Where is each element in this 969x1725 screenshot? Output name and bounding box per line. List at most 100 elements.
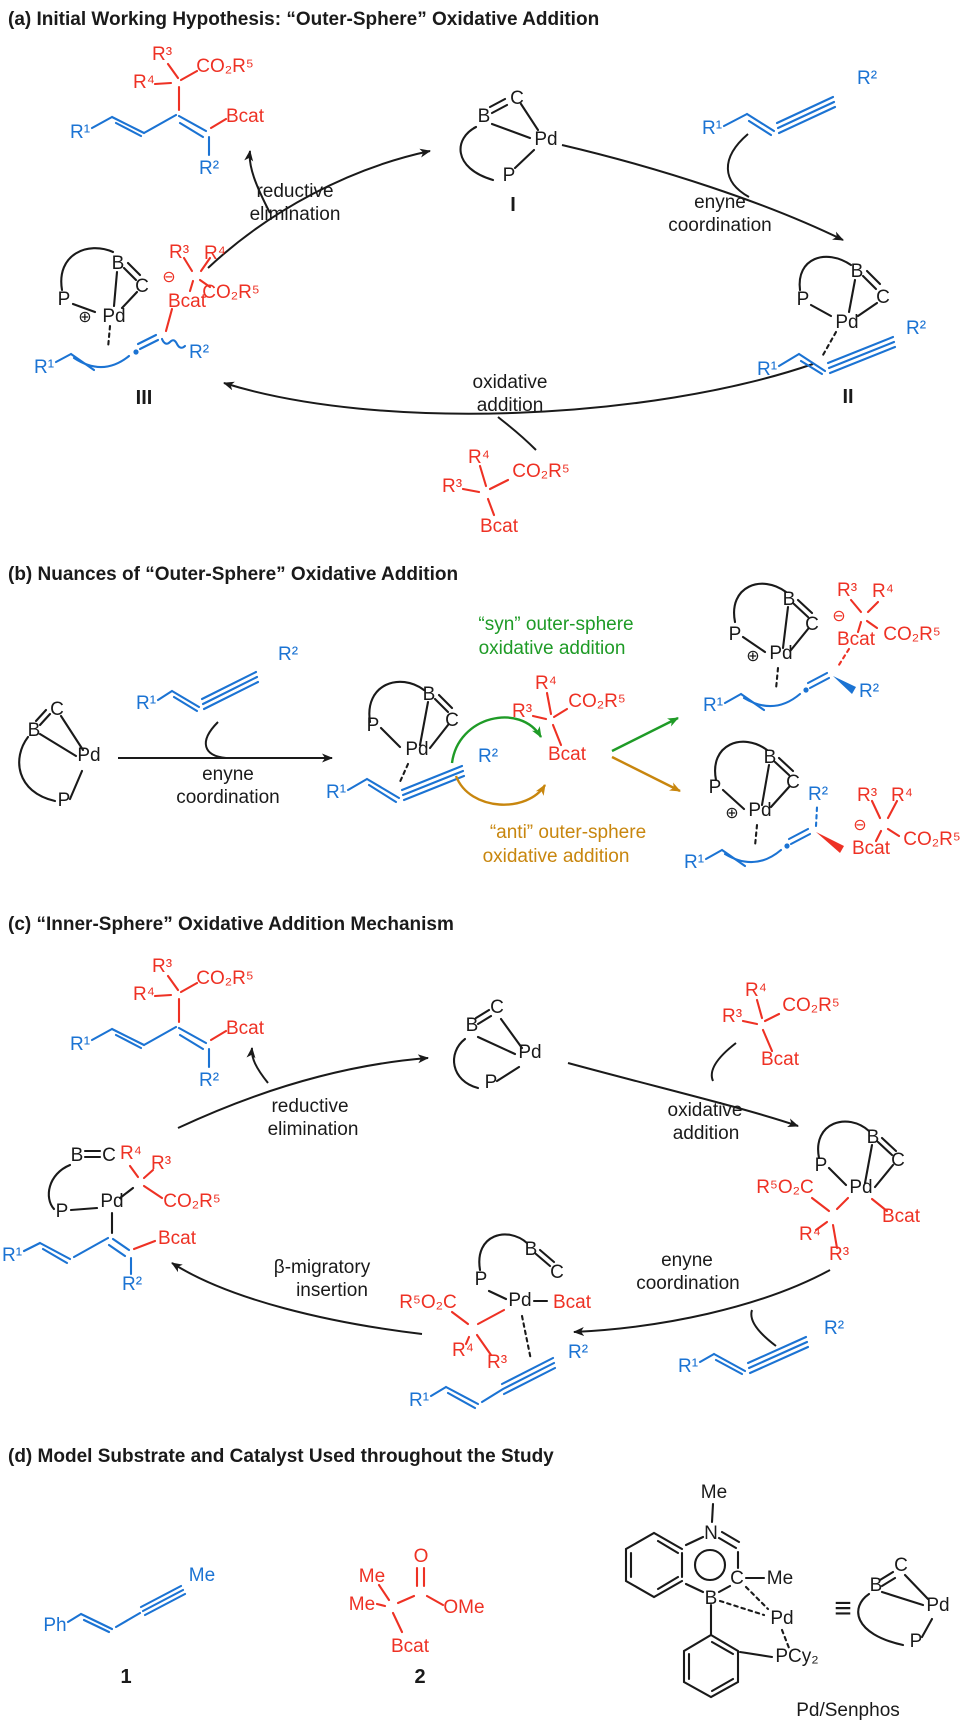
ligand-arc — [453, 1037, 480, 1090]
atom-label: R¹ — [678, 1356, 698, 1377]
atom-label: C — [490, 997, 504, 1018]
allene-double-bond — [787, 827, 812, 846]
pd-senphos-catalyst: Me N C Me B Pd PCy₂ ≡ Pd/Senphos — [624, 1482, 900, 1721]
plus-charge: ⊕ — [725, 805, 738, 822]
atom-label: B — [525, 1239, 538, 1260]
atom-label: Pd — [77, 745, 100, 766]
atom-label: R³ — [442, 476, 462, 497]
atom-label: CO₂R⁵ — [883, 624, 940, 645]
plus-charge: ⊕ — [746, 648, 759, 665]
atom-label: CO₂R⁵ — [512, 461, 569, 482]
atom-label: R⁴ — [468, 447, 490, 468]
atom-label: Pd — [849, 1177, 872, 1198]
phenyl-ring — [682, 1633, 740, 1699]
ligand-arc — [733, 582, 788, 624]
atom-label: OMe — [443, 1597, 484, 1618]
product-diene-a: R³ R⁴ CO₂R⁵ Bcat R¹ R² — [70, 44, 265, 179]
atom-label: C — [730, 1568, 744, 1589]
atom-label: B — [705, 1588, 718, 1609]
atom-label: B — [112, 253, 125, 274]
atom-label: P — [58, 289, 71, 310]
eta3-arc — [723, 848, 783, 864]
compound-label: 1 — [120, 1666, 131, 1688]
atom-label: R³ — [829, 1244, 849, 1265]
reagent-feed-curve-c — [710, 1042, 737, 1082]
dashed-coordination-bond — [520, 1314, 533, 1362]
atom-label: R¹ — [703, 695, 723, 716]
bonds-red — [531, 691, 569, 747]
panel-c-title: (c) “Inner-Sphere” Oxidative Addition Me… — [8, 914, 454, 935]
allene-dot — [784, 843, 790, 849]
panel-a-title: (a) Initial Working Hypothesis: “Outer-S… — [8, 9, 599, 30]
atom-label: P — [797, 289, 810, 310]
plus-charge: ⊕ — [78, 309, 91, 326]
oxidative-addition-intermediate: B C P Pd R⁵O₂C R⁴ R³ Bcat — [756, 1120, 921, 1265]
atom-label: R² — [199, 1070, 219, 1091]
atom-label: C — [135, 276, 149, 297]
atom-label: B — [466, 1015, 479, 1036]
allene-dot — [133, 349, 139, 355]
atom-label: Pd — [835, 312, 858, 333]
bonds-red — [164, 256, 212, 333]
arrow-beta-migratory-insertion — [171, 1262, 423, 1335]
atom-label: Bcat — [852, 838, 891, 859]
compound-2: O Me Me OMe Bcat 2 — [349, 1546, 485, 1688]
dashed-coordination-bond — [753, 823, 759, 848]
atom-label: Bcat — [761, 1049, 800, 1070]
bonds — [487, 1248, 556, 1303]
dashed-coordination-bond — [774, 666, 780, 691]
atom-label: Bcat — [391, 1636, 430, 1657]
atom-label: Pd — [770, 1608, 793, 1629]
bonds-blue — [698, 1335, 810, 1376]
atom-label: R¹ — [757, 359, 777, 380]
panel-d: (d) Model Substrate and Catalyst Used th… — [8, 1446, 950, 1721]
atom-label: Bcat — [168, 291, 207, 312]
step-label: β-migratory — [274, 1257, 371, 1278]
bonds-red — [450, 1308, 506, 1357]
catalyst-name: Pd/Senphos — [796, 1700, 900, 1721]
arrow-product-hook-c — [246, 1047, 269, 1084]
atom-label: P — [485, 1072, 498, 1093]
atom-label: R² — [199, 158, 219, 179]
bonds — [488, 97, 540, 170]
atom-label: R³ — [512, 701, 532, 722]
atom-label: B — [71, 1145, 84, 1166]
ligand-arc — [798, 255, 853, 292]
arrow-oxidative-addition-c — [567, 1062, 799, 1128]
bonds-red — [849, 598, 880, 634]
atom-label: R¹ — [136, 693, 156, 714]
bonds-blue — [346, 764, 466, 804]
atom-label: R² — [568, 1342, 588, 1363]
atom-label: R³ — [169, 242, 189, 263]
dashed-bond-blue — [814, 805, 819, 828]
intermediate-label: II — [842, 386, 853, 408]
atom-label: R² — [122, 1274, 142, 1295]
bonds-blue — [704, 848, 747, 868]
atom-label: R¹ — [2, 1245, 22, 1266]
bonds-red — [870, 799, 901, 843]
ligand-arc — [478, 1233, 529, 1272]
intermediate-II: B C Pd P R¹ R² II — [757, 255, 926, 408]
eta3-arc — [742, 692, 802, 708]
atom-label: B — [764, 747, 777, 768]
atom-label: B — [478, 106, 491, 127]
bonds-blue — [22, 1236, 133, 1276]
atom-label: R² — [808, 784, 828, 805]
boryl-ester-reagent-a: R⁴ R³ CO₂R⁵ Bcat — [442, 447, 570, 537]
bonds-blue — [66, 1584, 187, 1634]
atom-label: P — [815, 1155, 828, 1176]
atom-label: C — [445, 710, 459, 731]
atom-label: Ph — [43, 1615, 66, 1636]
atom-label: R² — [278, 644, 298, 665]
atom-label: Pd — [102, 306, 125, 327]
atom-label: R⁴ — [133, 984, 155, 1005]
atom-label: Me — [359, 1566, 385, 1587]
allene-double-bond — [806, 671, 831, 690]
atom-label: R¹ — [70, 1034, 90, 1055]
atom-label: R⁵O₂C — [756, 1177, 813, 1198]
atom-label: R³ — [152, 956, 172, 977]
atom-label: P — [910, 1631, 923, 1652]
minus-charge: ⊖ — [162, 269, 175, 286]
catalyst-b: B C Pd P — [18, 699, 101, 811]
